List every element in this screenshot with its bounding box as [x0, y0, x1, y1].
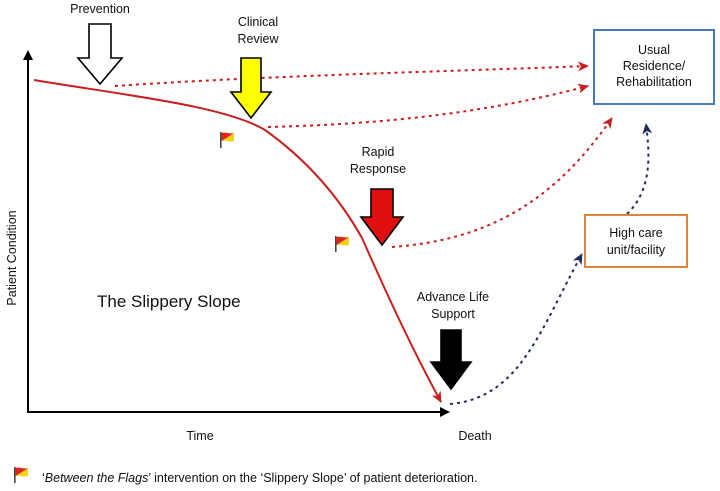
axes — [23, 50, 450, 417]
als-arrow — [429, 329, 473, 391]
flag-icon — [14, 467, 28, 483]
x-axis-label: Time — [186, 429, 213, 443]
caption-italic: Between the Flags — [45, 471, 149, 485]
usual-residence-line-1: Usual — [638, 43, 670, 57]
clinical-review-label-1: Clinical — [238, 15, 278, 29]
recovery-pathways — [114, 61, 653, 405]
usual-residence-line-2: Residence/ — [623, 59, 686, 73]
flag-icon — [220, 132, 234, 148]
rapid-response-arrow — [359, 188, 405, 247]
y-axis-label: Patient Condition — [5, 210, 19, 305]
high-care-box: High care unit/facility — [584, 214, 688, 268]
slippery-slope-curve — [33, 79, 442, 403]
clinical-review-path — [267, 83, 589, 128]
high-care-line-2: unit/facility — [607, 243, 666, 257]
death-label: Death — [458, 429, 491, 443]
usual-residence-line-3: Rehabilitation — [616, 75, 692, 89]
prevention-arrow — [76, 23, 124, 86]
usual-residence-box: Usual Residence/ Rehabilitation — [593, 29, 715, 105]
als-label-2: Support — [431, 307, 475, 321]
rapid-response-label-1: Rapid — [362, 145, 395, 159]
clinical-review-label-2: Review — [238, 32, 280, 46]
high-care-path — [626, 123, 653, 215]
flag-icon — [335, 236, 349, 252]
rapid-response-label-2: Response — [350, 162, 406, 176]
high-care-line-1: High care — [609, 226, 663, 240]
caption-rest: ’ intervention on the ‘Slippery Slope’ o… — [148, 471, 477, 485]
slippery-slope-title: The Slippery Slope — [97, 292, 241, 311]
rapid-response-path — [391, 117, 613, 248]
caption-prefix: ‘ — [42, 471, 45, 485]
prevention-label: Prevention — [70, 2, 130, 16]
als-path — [449, 253, 583, 405]
prevention-path — [114, 61, 589, 87]
caption: ‘Between the Flags’ intervention on the … — [42, 471, 477, 485]
als-label-1: Advance Life — [417, 290, 489, 304]
clinical-review-arrow — [229, 57, 273, 120]
